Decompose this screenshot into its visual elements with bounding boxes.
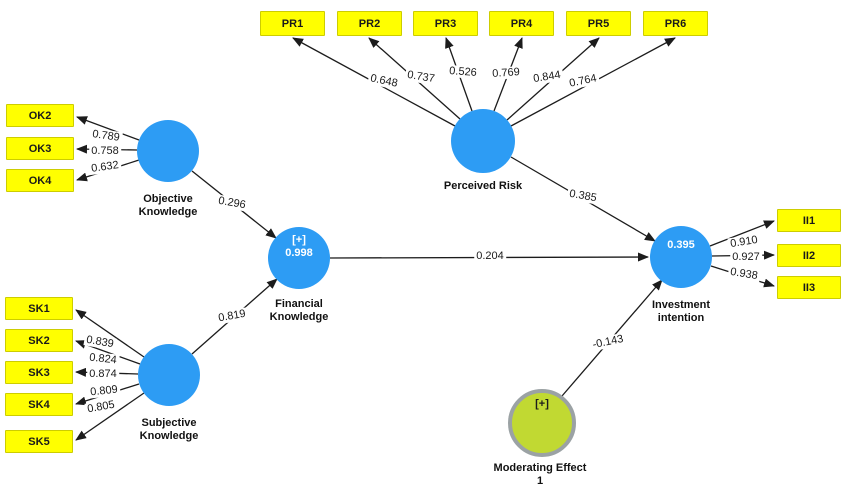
indicator-pr2[interactable]: PR2 [337, 11, 402, 36]
construct-label-perceived-risk: Perceived Risk [443, 180, 523, 192]
construct-financial-knowledge[interactable]: [+] 0.998 [268, 227, 330, 289]
indicator-pr1[interactable]: PR1 [260, 11, 325, 36]
r-squared-value: 0.395 [667, 239, 695, 251]
loading-pr3: 0.526 [446, 64, 480, 80]
indicator-ok4[interactable]: OK4 [6, 169, 74, 192]
construct-value-stack: [+] 0.998 [268, 234, 330, 260]
r-squared-value: 0.998 [285, 247, 313, 259]
construct-subjective-knowledge[interactable] [138, 344, 200, 406]
indicator-sk2[interactable]: SK2 [5, 329, 73, 352]
construct-label-financial-knowledge: Financial Knowledge [269, 298, 329, 323]
construct-perceived-risk[interactable] [451, 109, 515, 173]
construct-label-subjective-knowledge: Subjective Knowledge [139, 417, 199, 442]
indicator-ii3[interactable]: II3 [777, 276, 841, 299]
construct-label-objective-knowledge: Objective Knowledge [138, 193, 198, 218]
indicator-ok2[interactable]: OK2 [6, 104, 74, 127]
construct-investment-intention[interactable]: 0.395 [650, 226, 712, 288]
indicator-ii1[interactable]: II1 [777, 209, 841, 232]
indicator-sk4[interactable]: SK4 [5, 393, 73, 416]
construct-objective-knowledge[interactable] [137, 120, 199, 182]
collapsed-indicators-tag: [+] [535, 398, 549, 410]
loading-sk3: 0.874 [87, 368, 119, 380]
arrow-ii-to-ii1 [709, 220, 775, 247]
construct-label-moderating-effect-1: Moderating Effect 1 [493, 462, 587, 487]
indicator-pr6[interactable]: PR6 [643, 11, 708, 36]
indicator-sk3[interactable]: SK3 [5, 361, 73, 384]
indicator-ii2[interactable]: II2 [777, 244, 841, 267]
construct-moderating-effect-1[interactable]: [+] [508, 389, 576, 457]
arrow-sk-to-sk1 [75, 309, 145, 358]
loading-ok3: 0.758 [89, 145, 121, 157]
indicator-pr3[interactable]: PR3 [413, 11, 478, 36]
path-coefficient-fk-ii: 0.204 [474, 250, 506, 262]
construct-label-investment-intention: Investment intention [651, 299, 711, 324]
indicator-ok3[interactable]: OK3 [6, 137, 74, 160]
loading-pr4: 0.769 [489, 65, 523, 81]
indicator-pr5[interactable]: PR5 [566, 11, 631, 36]
loading-ii2: 0.927 [730, 251, 762, 263]
indicator-sk1[interactable]: SK1 [5, 297, 73, 320]
indicator-sk5[interactable]: SK5 [5, 430, 73, 453]
indicator-pr4[interactable]: PR4 [489, 11, 554, 36]
arrow-sk-to-sk5 [75, 392, 145, 441]
arrow-ok-to-ok2 [76, 116, 140, 141]
collapsed-indicators-tag: [+] [292, 234, 306, 246]
